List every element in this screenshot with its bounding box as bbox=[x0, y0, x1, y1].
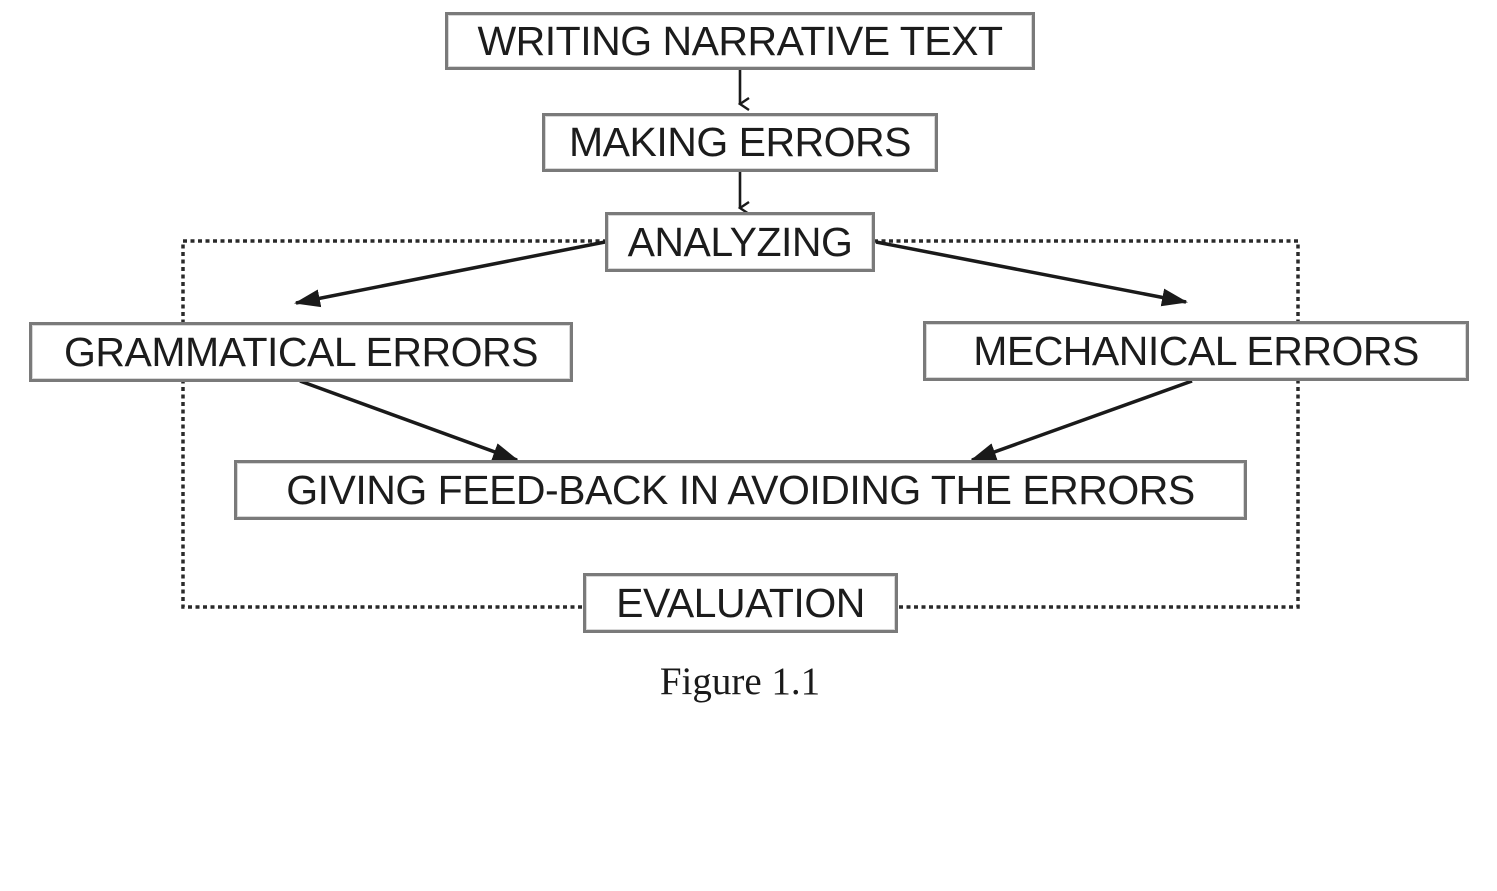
node-grammatical-errors: GRAMMATICAL ERRORS bbox=[29, 322, 573, 382]
node-writing-narrative-text: WRITING NARRATIVE TEXT bbox=[445, 12, 1035, 70]
node-evaluation: EVALUATION bbox=[583, 573, 898, 633]
evaluation-loop-frame bbox=[181, 239, 1300, 609]
node-making-errors: MAKING ERRORS bbox=[542, 113, 938, 172]
node-giving-feedback: GIVING FEED-BACK IN AVOIDING THE ERRORS bbox=[234, 460, 1247, 520]
arrow-grammatical-to-feedback bbox=[299, 379, 519, 462]
figure-caption: Figure 1.1 bbox=[659, 660, 821, 703]
arrow-analyzing-to-grammatical bbox=[294, 240, 606, 308]
arrow-analyzing-to-mechanical bbox=[875, 240, 1188, 307]
arrow-mechanical-to-feedback bbox=[970, 379, 1193, 462]
node-analyzing: ANALYZING bbox=[605, 212, 875, 272]
node-mechanical-errors: MECHANICAL ERRORS bbox=[923, 321, 1469, 381]
